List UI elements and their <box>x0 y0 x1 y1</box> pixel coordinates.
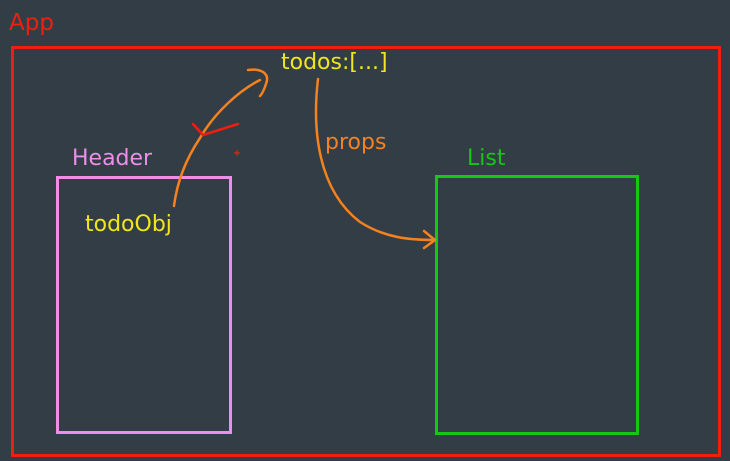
props-edge-label: props <box>325 130 387 155</box>
header-label: Header <box>72 146 153 171</box>
app-component-box <box>11 46 721 457</box>
list-component-box <box>435 175 639 435</box>
todoobj-label: todoObj <box>85 212 172 237</box>
todos-state-label: todos:[...] <box>281 50 388 75</box>
app-label: App <box>9 10 54 36</box>
header-component-box <box>56 176 232 434</box>
list-label: List <box>467 146 506 171</box>
